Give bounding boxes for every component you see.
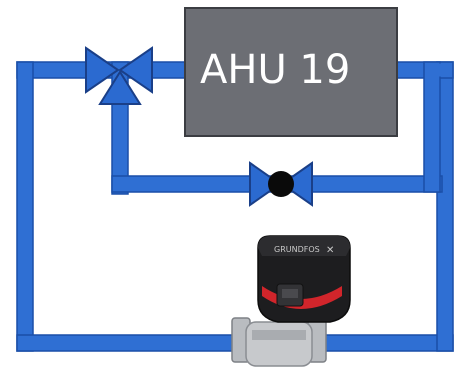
pump-brand-marking: GRUNDFOS	[274, 245, 320, 254]
circulator-pump-icon: GRUNDFOS ✕	[231, 235, 351, 367]
pipe-bypass-right-riser	[423, 61, 441, 193]
air-handling-unit-box	[184, 7, 398, 137]
pump-x-logo-icon: ✕	[326, 245, 334, 256]
pipe-left-vertical	[16, 61, 34, 352]
three-way-valve-icon	[85, 46, 153, 105]
balancing-valve-icon	[249, 161, 313, 207]
ahu-label: AHU 19	[200, 47, 351, 93]
